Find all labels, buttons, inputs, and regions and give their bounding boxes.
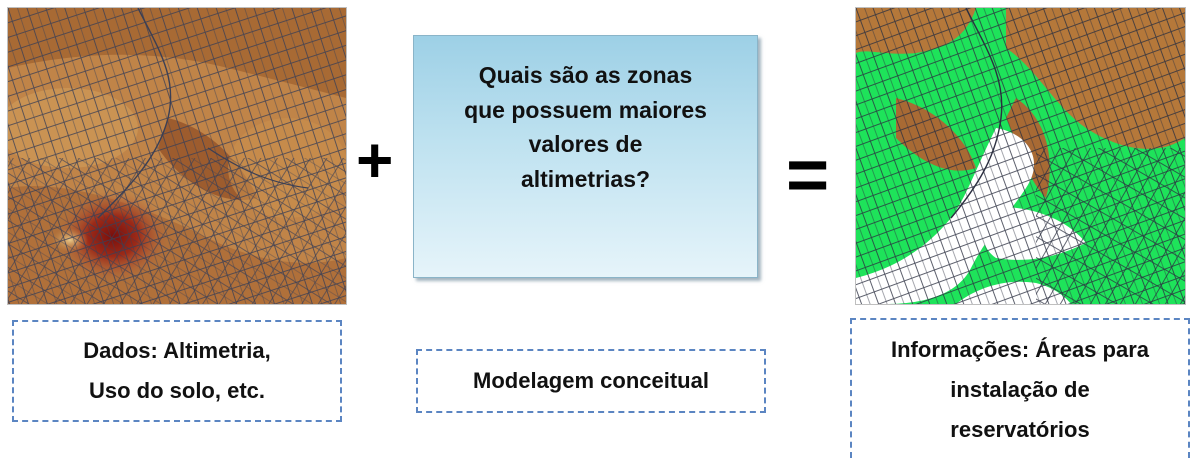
altimetry-map-graphic <box>8 8 346 304</box>
result-map-image <box>856 8 1185 304</box>
caption-model-line-1: Modelagem conceitual <box>473 368 709 393</box>
question-line-1: Quais são as zonas <box>478 62 693 88</box>
caption-data: Dados: Altimetria, Uso do solo, etc. <box>12 320 342 422</box>
caption-data-line-1: Dados: Altimetria, <box>83 338 271 363</box>
caption-information-line-2: instalação de <box>950 377 1090 402</box>
question-line-3: valores de <box>528 131 643 157</box>
caption-data-line-2: Uso do solo, etc. <box>88 378 266 403</box>
question-line-2: que possuem maiores <box>464 96 707 123</box>
caption-information-line-1: Informações: Áreas para <box>891 337 1149 362</box>
caption-information: Informações: Áreas para instalação de re… <box>850 318 1190 458</box>
caption-information-line-3: reservatórios <box>950 417 1090 442</box>
equals-operator: = <box>786 133 830 216</box>
result-map-graphic <box>856 8 1185 304</box>
caption-model: Modelagem conceitual <box>416 349 766 413</box>
plus-operator: + <box>356 124 394 196</box>
question-box: Quais são as zonas que possuem maiores v… <box>413 35 758 278</box>
question-line-4: altimetrias? <box>520 165 651 192</box>
altimetry-map-image <box>8 8 346 304</box>
